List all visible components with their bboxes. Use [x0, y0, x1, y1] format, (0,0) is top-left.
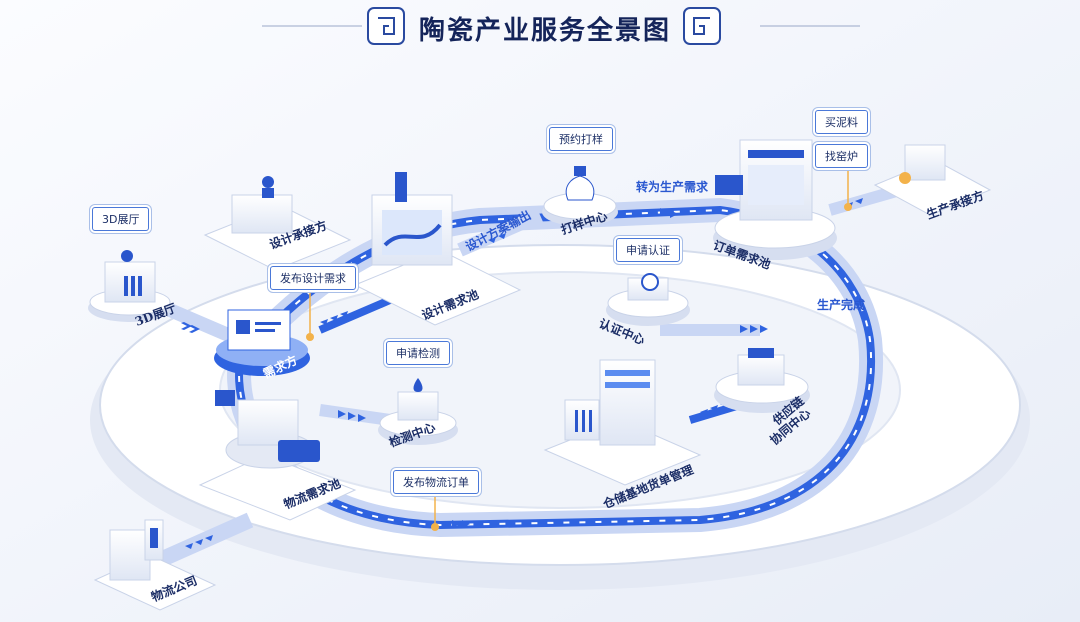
tag-apply-test[interactable]: 申请检测 [386, 341, 450, 365]
node-testing-center [378, 378, 458, 445]
title-banner: 陶瓷产业服务全景图 [360, 4, 730, 48]
main-platform [90, 244, 1030, 590]
node-demand-side [214, 309, 310, 376]
tag-book-sample[interactable]: 预约打样 [549, 127, 613, 151]
node-supply-chain-center [714, 348, 810, 413]
flow-to-production: 转为生产需求 [636, 180, 709, 194]
node-design-demand-pool [353, 172, 522, 326]
node-certification-center [606, 273, 690, 326]
node-warehouse [543, 359, 702, 486]
page-title: 陶瓷产业服务全景图 [418, 16, 671, 46]
node-sampling-center [542, 166, 618, 226]
node-production-contractor [873, 144, 992, 216]
tag-buy-clay[interactable]: 买泥料 [815, 110, 868, 134]
node-3d-exhibition [88, 250, 172, 322]
tag-publish-design[interactable]: 发布设计需求 [270, 266, 356, 290]
flow-production-done: 生产完成 [817, 298, 866, 312]
title-ornament-left [262, 7, 405, 45]
tag-find-kiln[interactable]: 找窑炉 [815, 144, 868, 168]
node-logistics-company [93, 519, 217, 611]
node-logistics-demand-pool [198, 390, 357, 521]
tag-publish-logistics[interactable]: 发布物流订单 [393, 470, 479, 494]
tag-exhibition-hall[interactable]: 3D展厅 [92, 207, 150, 231]
location-pins [306, 165, 852, 531]
node-order-demand-pool [713, 139, 837, 260]
tag-apply-cert[interactable]: 申请认证 [616, 238, 680, 262]
node-design-contractor [203, 176, 352, 271]
title-ornament-right [683, 7, 860, 45]
connector-roads [156, 184, 902, 568]
